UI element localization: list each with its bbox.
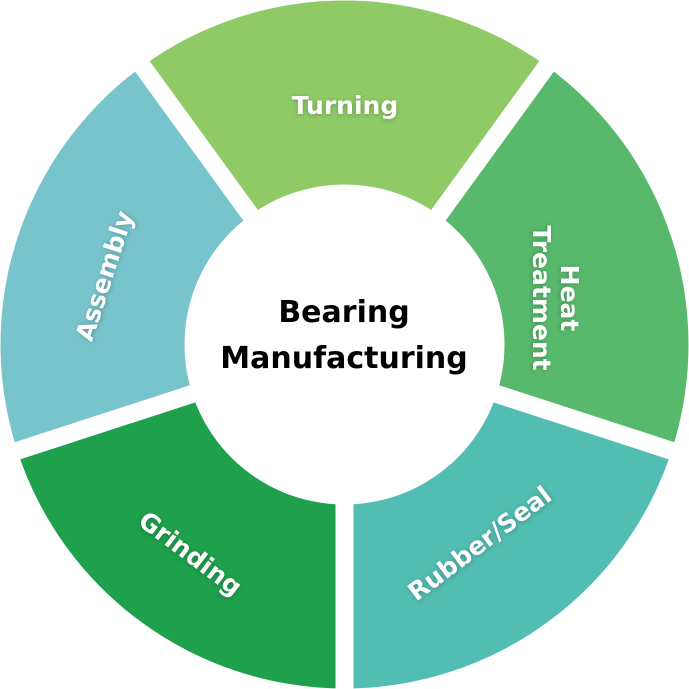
segment-label-heat-treatment: Heat Treatment (527, 225, 584, 371)
segment-label-turning: Turning (291, 91, 399, 120)
center-title-line2: Manufacturing (220, 341, 468, 376)
segment-turning (142, 0, 547, 345)
center-title: Bearing Manufacturing (184, 290, 504, 382)
center-circle (184, 184, 505, 505)
center-title-line1: Bearing (278, 295, 410, 330)
